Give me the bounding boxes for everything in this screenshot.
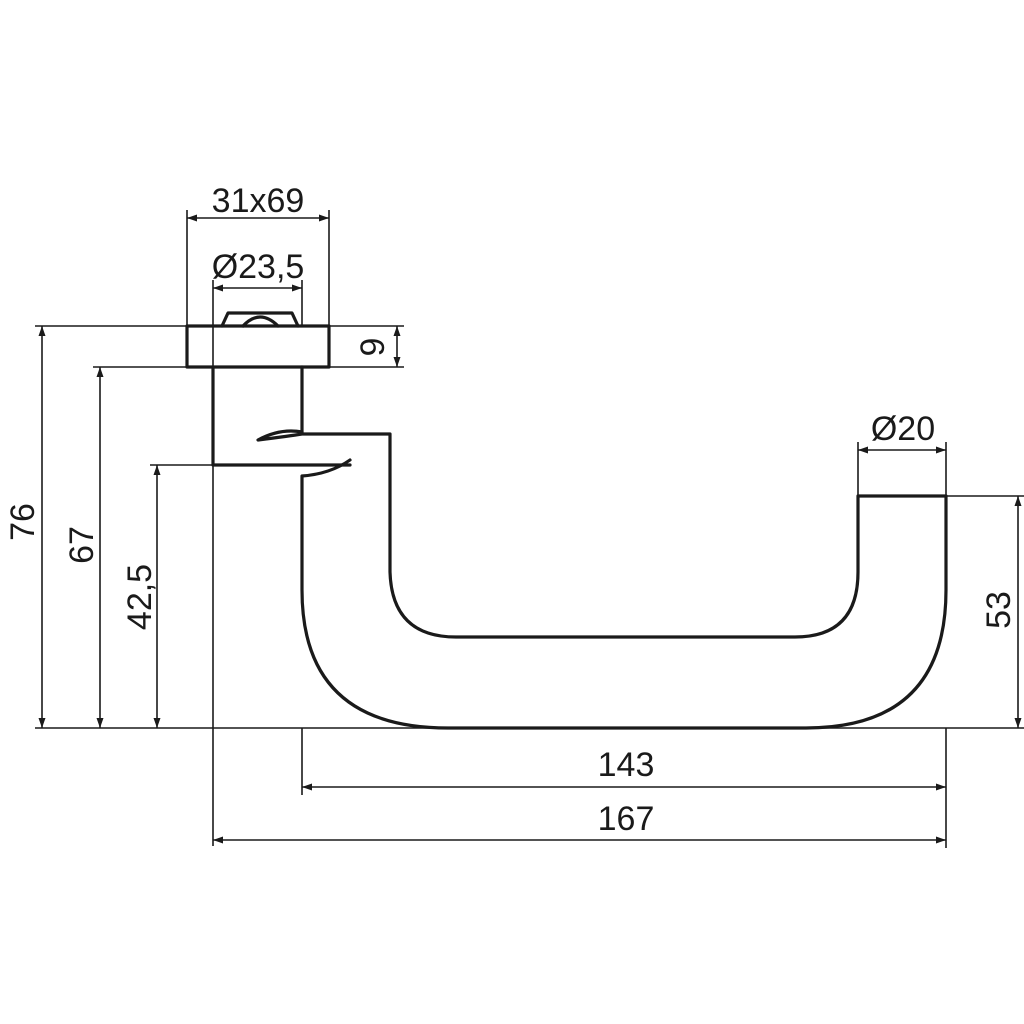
label-lever-total: 167 — [598, 800, 655, 838]
label-spindle-height: 42,5 — [121, 564, 159, 630]
label-rose-thickness: 9 — [354, 338, 392, 357]
spindle-left — [211, 365, 352, 467]
label-grip-diameter: Ø20 — [871, 410, 935, 448]
dimension-lines — [38, 214, 1022, 844]
handle-outline — [185, 311, 948, 730]
label-rose-diameter: Ø23,5 — [212, 248, 305, 286]
label-grip-drop: 53 — [980, 591, 1018, 629]
lever-body — [256, 429, 948, 730]
label-height-to-rose: 67 — [63, 526, 101, 564]
label-total-height: 76 — [4, 503, 42, 541]
label-lever-inner: 143 — [598, 746, 655, 784]
rose-cap — [220, 311, 300, 328]
extension-lines — [35, 210, 1024, 848]
rose-cap-dome — [241, 315, 280, 328]
label-rose-size: 31x69 — [212, 182, 305, 220]
rose — [185, 324, 331, 369]
